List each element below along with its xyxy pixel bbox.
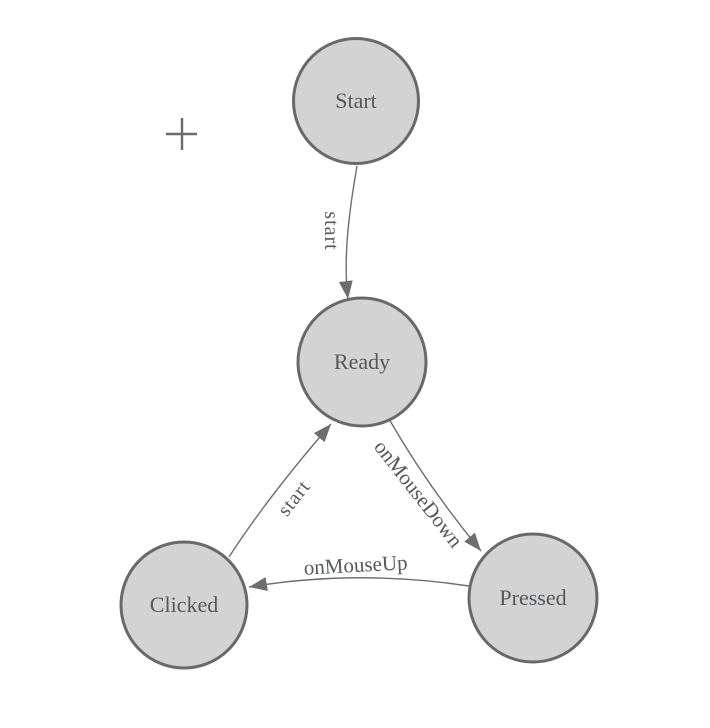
state-circle-pressed[interactable] bbox=[467, 532, 599, 664]
transition-clicked-to-ready[interactable] bbox=[228, 423, 332, 558]
transition-label-onmouseup: onMouseUp bbox=[303, 550, 408, 579]
state-circle-clicked[interactable] bbox=[119, 540, 249, 670]
crosshair-cursor-icon bbox=[166, 118, 197, 150]
state-circle-start[interactable] bbox=[292, 37, 420, 165]
state-node-clicked[interactable]: Clicked bbox=[119, 540, 249, 670]
transitions-layer bbox=[228, 165, 482, 591]
state-node-pressed[interactable]: Pressed bbox=[467, 532, 599, 664]
transition-pressed-to-clicked[interactable] bbox=[248, 577, 470, 591]
state-label-clicked: Clicked bbox=[150, 592, 218, 617]
transition-label-clicked-ready: start bbox=[273, 476, 315, 521]
state-circle-ready[interactable] bbox=[296, 296, 428, 428]
transition-label-onmousedown: onMouseDown bbox=[369, 435, 468, 552]
transition-start-to-ready[interactable] bbox=[338, 165, 358, 300]
transition-ready-to-pressed[interactable] bbox=[388, 418, 482, 552]
state-node-ready[interactable]: Ready bbox=[296, 296, 428, 428]
state-label-pressed: Pressed bbox=[499, 585, 566, 610]
state-label-start: Start bbox=[335, 88, 377, 113]
transition-label-start-ready: start bbox=[320, 211, 342, 250]
state-label-ready: Ready bbox=[334, 349, 390, 374]
state-node-start[interactable]: Start bbox=[292, 37, 420, 165]
